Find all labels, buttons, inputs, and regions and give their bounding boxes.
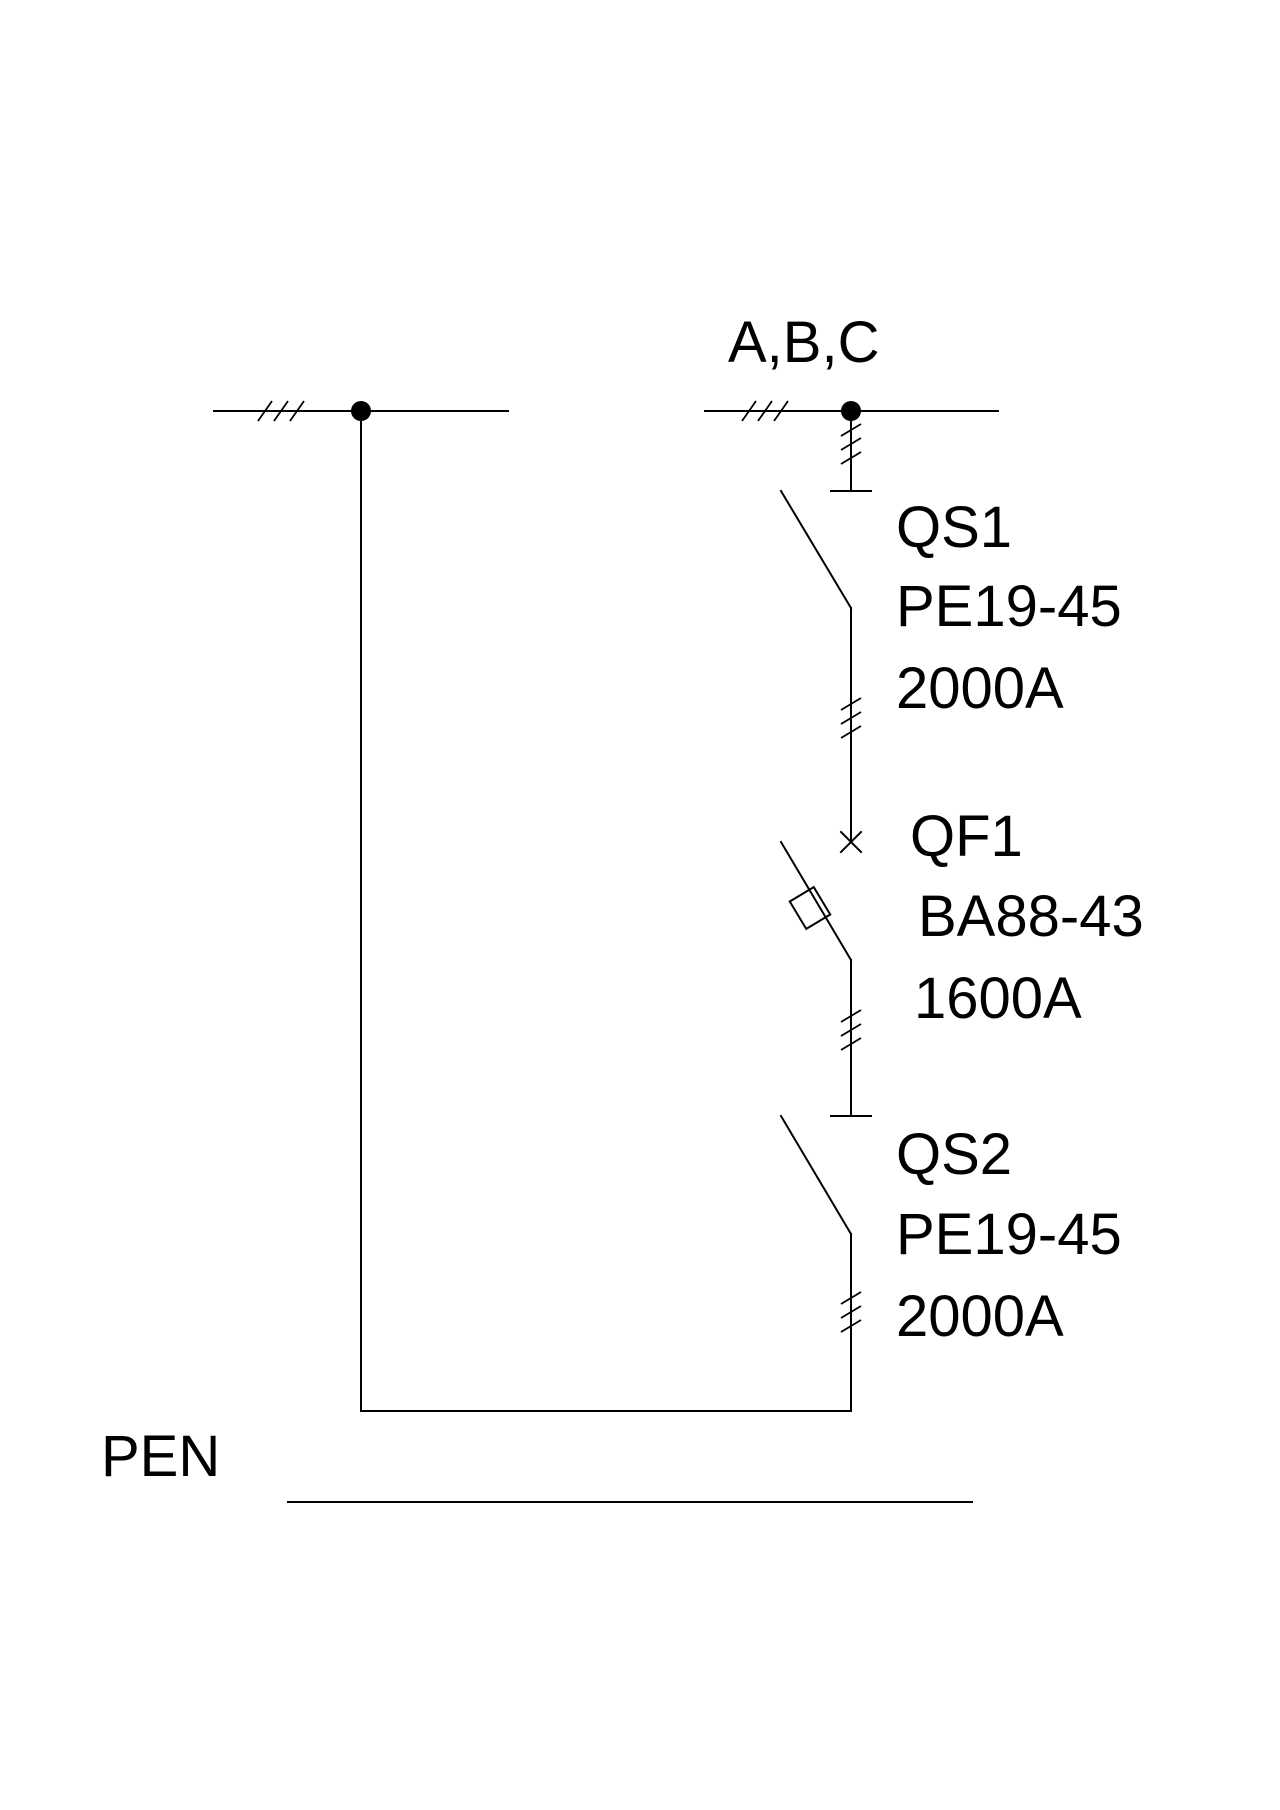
pen-label: PEN	[101, 1424, 220, 1489]
qf1-release-box	[788, 885, 832, 931]
bus-label: A,B,C	[728, 310, 880, 375]
qs2-disconnector-symbol	[779, 1114, 862, 1412]
qs2-model: PE19-45	[896, 1202, 1122, 1267]
qs1-disconnector-symbol	[779, 489, 862, 841]
qf1-rating: 1600A	[914, 966, 1082, 1031]
qf1-model: BA88-43	[918, 884, 1144, 949]
qs1-rating: 2000A	[896, 656, 1064, 721]
feeder-top-segment	[830, 410, 872, 492]
qs2-rating: 2000A	[896, 1284, 1064, 1349]
qf1-breaker-symbol	[779, 830, 872, 1117]
qs1-designation: QS1	[896, 495, 1012, 560]
qs1-model: PE19-45	[896, 574, 1122, 639]
qs2-designation: QS2	[896, 1122, 1012, 1187]
qf1-designation: QF1	[910, 804, 1023, 869]
